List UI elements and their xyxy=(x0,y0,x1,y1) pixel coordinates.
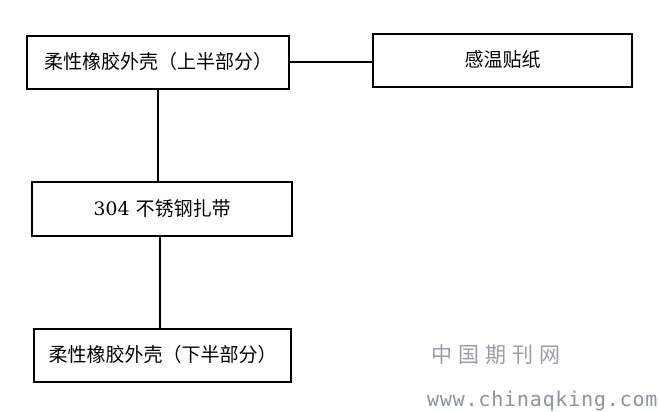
node-shell-lower: 柔性橡胶外壳（下半部分） xyxy=(33,328,292,383)
watermark-site-url: www.chinaqking.com xyxy=(427,387,659,411)
node-shell-upper: 柔性橡胶外壳（上半部分） xyxy=(26,35,290,90)
node-temp-sticker: 感温贴纸 xyxy=(372,33,633,88)
node-temp-sticker-label: 感温贴纸 xyxy=(464,49,541,72)
connector-cable-tie-to-shell-lower xyxy=(159,237,161,328)
node-shell-lower-label: 柔性橡胶外壳（下半部分） xyxy=(48,344,277,367)
connector-shell-upper-to-temp-sticker xyxy=(290,61,372,63)
connector-shell-upper-to-cable-tie xyxy=(157,90,159,181)
node-cable-tie: 304 不锈钢扎带 xyxy=(31,181,293,237)
node-cable-tie-label: 304 不锈钢扎带 xyxy=(93,197,231,220)
node-shell-upper-label: 柔性橡胶外壳（上半部分） xyxy=(43,51,272,74)
watermark-site-name: 中国期刊网 xyxy=(431,343,566,367)
